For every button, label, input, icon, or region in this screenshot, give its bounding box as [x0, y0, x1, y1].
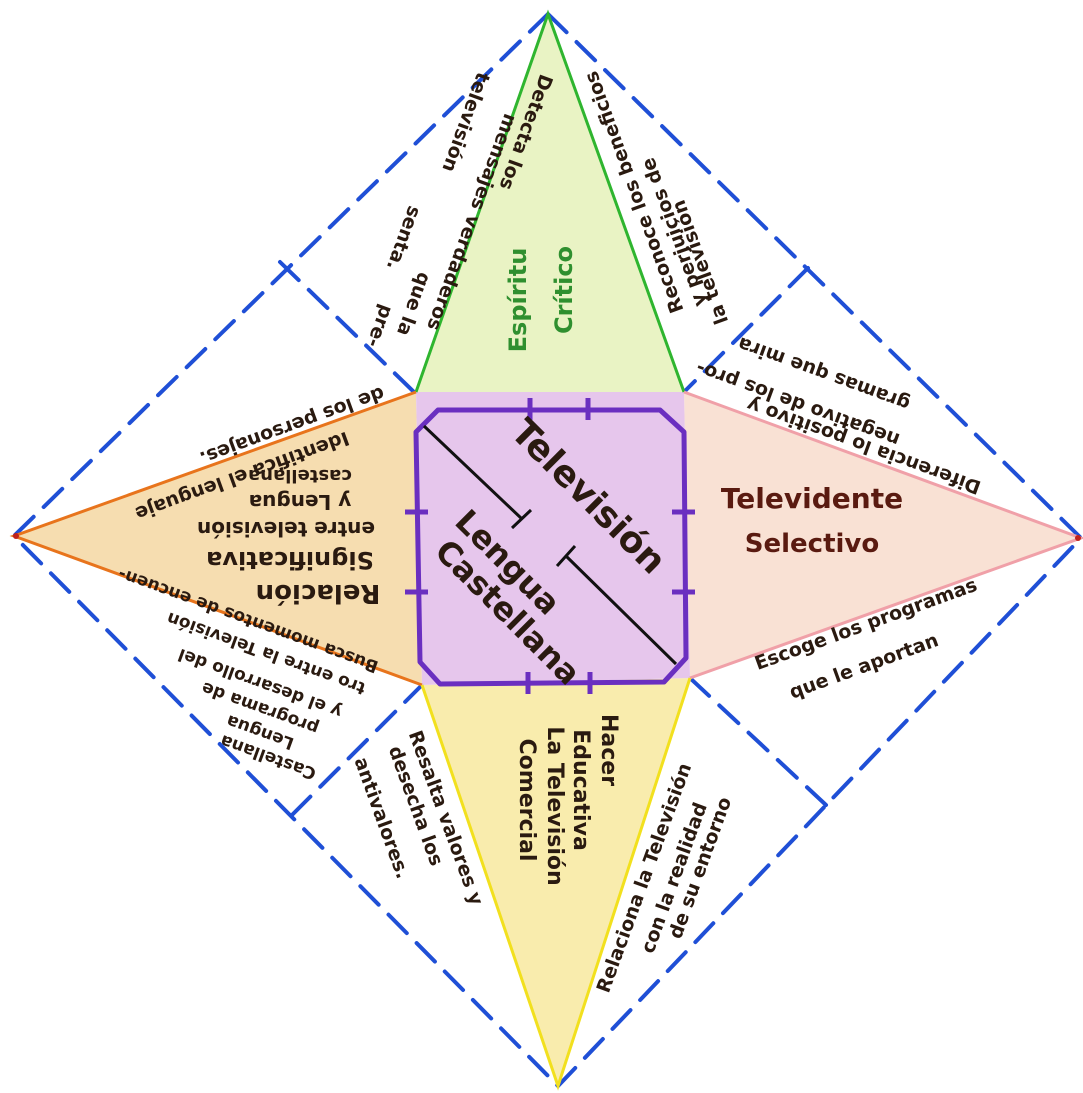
left-label: Relación Significativa entre televisión …: [197, 465, 380, 608]
bottom-triangle-edge: [420, 677, 692, 1091]
left-label-line2: Significativa: [206, 546, 374, 574]
bottom-label: Hacer Educativa La Televisión Comercial: [514, 714, 621, 886]
connector-lower: [564, 554, 678, 666]
left-label-line3: entre televisión: [197, 517, 375, 541]
dashed-guide-bottom-right: [688, 676, 828, 807]
right-label: Televidente Selectivo: [721, 482, 903, 559]
top-label-line2: Crítico: [550, 246, 578, 334]
bottom-label-line1: Hacer: [596, 714, 621, 786]
connector-lower-cap: [555, 544, 577, 568]
bottom-label-line2: Educativa: [568, 729, 593, 851]
top-triangle-edge: [414, 9, 686, 393]
dashed-guide-top-left: [278, 260, 416, 394]
tip-right-dot: [1075, 535, 1081, 541]
right-triangle-fill: [684, 392, 1081, 678]
right-label-line1: Televidente: [721, 482, 903, 515]
tip-left-dot: [13, 533, 19, 539]
bottom-label-line3: La Televisión: [542, 726, 567, 885]
right-label-line2: Selectivo: [745, 529, 879, 559]
top-label: Espíritu Crítico: [504, 246, 578, 352]
left-label-line5: castellana: [248, 465, 352, 486]
top-left-text-line6: senta.: [382, 203, 426, 273]
bottom-triangle-fill: [422, 678, 690, 1086]
dashed-guide-top-right: [682, 266, 810, 394]
tip-marks: [13, 533, 1081, 541]
top-label-line1: Espíritu: [504, 248, 532, 353]
dashed-guide-bottom-left: [290, 683, 424, 817]
top-left-text-line3: que la: [392, 269, 435, 339]
center-frame: [405, 398, 695, 694]
left-triangle-fill: [14, 392, 422, 685]
bottom-label-line4: Comercial: [514, 739, 539, 862]
left-label-line1: Relación: [256, 578, 381, 608]
top-left-text-line5: pre-: [362, 302, 398, 351]
connector-upper-cap: [510, 508, 533, 530]
center-connectors: [422, 424, 678, 666]
center-octagon: [413, 407, 689, 687]
top-triangle-fill: [416, 14, 684, 392]
connector-upper: [422, 424, 524, 521]
left-label-line4: y Lengua: [249, 490, 352, 514]
